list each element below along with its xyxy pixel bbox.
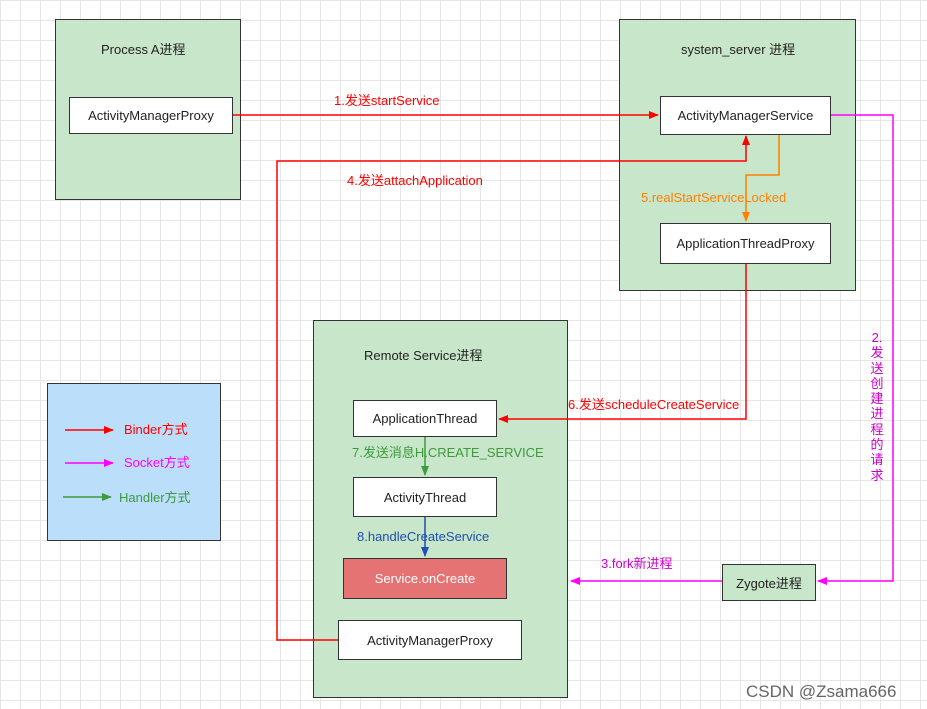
- legend-binder-label: Binder方式: [124, 422, 188, 437]
- application-thread-node[interactable]: ApplicationThread: [353, 400, 497, 437]
- application-thread-proxy-node[interactable]: ApplicationThreadProxy: [660, 223, 831, 264]
- activity-manager-proxy-a-node[interactable]: ActivityManagerProxy: [69, 97, 233, 134]
- legend-panel: [47, 383, 221, 541]
- remote-service-title: Remote Service进程: [364, 348, 483, 363]
- edge-3-label: 3.fork新进程: [601, 556, 673, 571]
- edge-2-label: 2.发送创建进程的请求: [870, 330, 884, 483]
- edge-2-line: [817, 114, 894, 585]
- legend-socket-label: Socket方式: [124, 455, 190, 470]
- service-oncreate-node[interactable]: Service.onCreate: [343, 558, 507, 599]
- edge-6-line: [498, 264, 747, 423]
- edge-5-label: 5.realStartServiceLocked: [641, 190, 787, 205]
- edge-4-label: 4.发送attachApplication: [347, 173, 483, 188]
- system-server-title: system_server 进程: [681, 42, 796, 57]
- csdn-watermark: CSDN @Zsama666: [746, 682, 897, 701]
- process-a-title: Process A进程: [101, 42, 186, 57]
- edge-5-line: [742, 135, 780, 222]
- activity-thread-node[interactable]: ActivityThread: [353, 477, 497, 517]
- edge-8-label: 8.handleCreateService: [357, 529, 490, 544]
- zygote-node[interactable]: Zygote进程: [722, 564, 816, 601]
- activity-manager-service-node[interactable]: ActivityManagerService: [660, 96, 831, 135]
- edge-4-line: [276, 135, 750, 641]
- edge-6-label: 6.发送scheduleCreateService: [568, 397, 740, 412]
- edge-7-label: 7.发送消息H.CREATE_SERVICE: [352, 445, 544, 460]
- edge-1-label: 1.发送startService: [334, 93, 440, 108]
- activity-manager-proxy-remote-node[interactable]: ActivityManagerProxy: [338, 620, 522, 660]
- legend-handler-label: Handler方式: [119, 490, 191, 505]
